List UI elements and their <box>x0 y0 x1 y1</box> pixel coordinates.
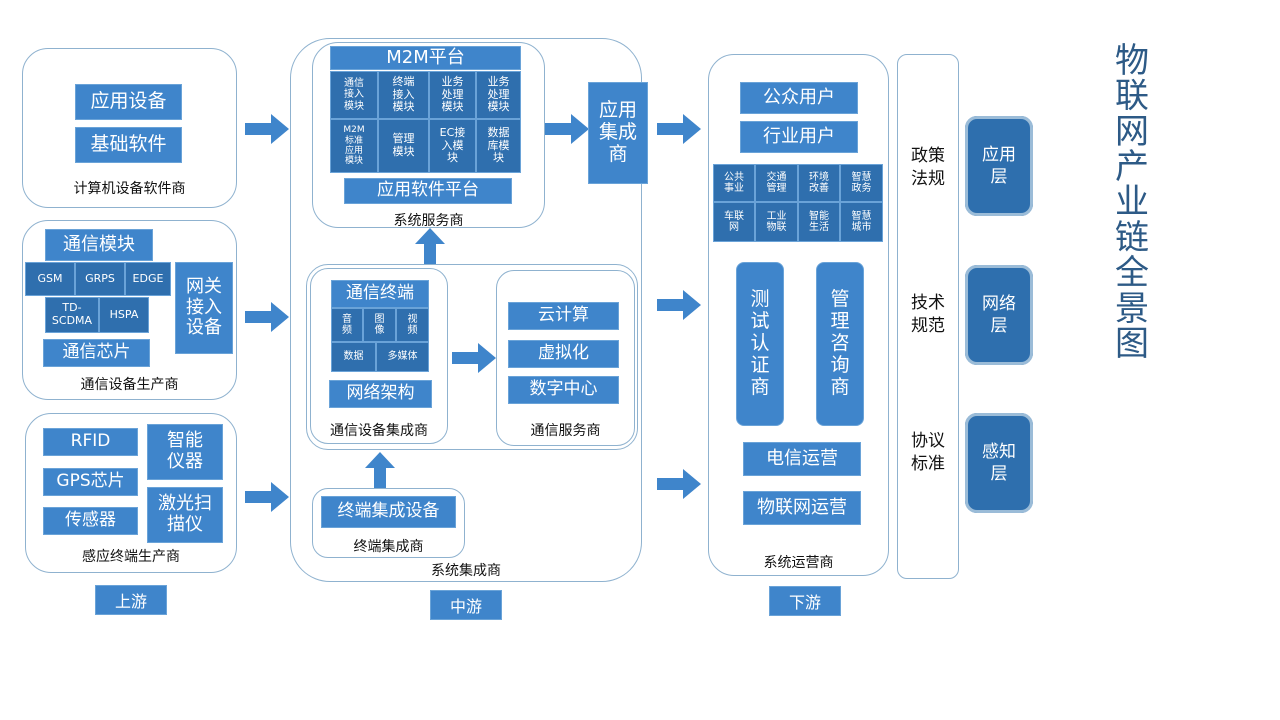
m2m-module: M2M 标准 应用 模块 <box>330 119 378 173</box>
midstream-label: 中游 <box>430 590 502 620</box>
industry-users-box: 行业用户 <box>740 121 858 153</box>
arrow-right-icon <box>245 302 289 332</box>
network-arch-box: 网络架构 <box>329 380 432 408</box>
gps-chip-box: GPS芯片 <box>43 468 138 496</box>
network-layer-box: 网络 层 <box>965 265 1033 365</box>
iot-ops-box: 物联网运营 <box>743 491 861 525</box>
protocol-grps: GRPS <box>75 262 125 296</box>
m2m-module: 业务 处理 模块 <box>429 71 476 119</box>
media-video: 视 频 <box>396 308 429 342</box>
comm-terminal-box: 通信终端 <box>331 280 429 308</box>
cloud-computing-box: 云计算 <box>508 302 619 330</box>
sector-box: 智慧 城市 <box>840 202 883 242</box>
protocol-standard-label: 协议 标准 <box>911 431 945 474</box>
telecom-ops-box: 电信运营 <box>743 442 861 476</box>
m2m-module: 终端 接入 模块 <box>378 71 429 119</box>
arrow-right-icon <box>245 114 289 144</box>
app-software-platform: 应用软件平台 <box>344 178 512 204</box>
gateway-box: 网关 接入 设备 <box>175 262 233 354</box>
data-center-box: 数字中心 <box>508 376 619 404</box>
protocol-gsm: GSM <box>25 262 75 296</box>
base-software-box: 基础软件 <box>75 127 182 163</box>
comm-integrator-caption: 通信设备集成商 <box>330 423 428 439</box>
protocol-td-scdma: TD- SCDMA <box>45 297 99 333</box>
rfid-box: RFID <box>43 428 138 456</box>
arrow-right-icon <box>545 114 589 144</box>
virtualization-box: 虚拟化 <box>508 340 619 368</box>
downstream-label: 下游 <box>769 586 841 616</box>
protocol-hspa: HSPA <box>99 297 149 333</box>
sector-box: 智能 生活 <box>798 202 840 242</box>
sensor-box: 传感器 <box>43 507 138 535</box>
app-integrator-box: 应用 集成 商 <box>588 82 648 184</box>
media-multimedia: 多媒体 <box>376 342 429 372</box>
software-vendor-caption: 计算机设备软件商 <box>73 181 186 197</box>
arrow-right-icon <box>657 114 701 144</box>
comm-module-box: 通信模块 <box>45 229 153 261</box>
sector-box: 环境 改善 <box>798 164 840 202</box>
system-operator-caption: 系统运营商 <box>763 555 834 571</box>
protocol-edge: EDGE <box>125 262 171 296</box>
system-service-caption: 系统服务商 <box>393 213 464 229</box>
sensing-terminal-caption: 感应终端生产商 <box>82 549 180 565</box>
upstream-label: 上游 <box>95 585 167 615</box>
application-layer-box: 应用 层 <box>965 116 1033 216</box>
media-audio: 音 频 <box>331 308 363 342</box>
diagram-title: 物联网产业链全景图 <box>1115 41 1149 364</box>
comm-service-caption: 通信服务商 <box>530 423 601 439</box>
arrow-up-icon <box>415 228 445 264</box>
system-integrator-caption: 系统集成商 <box>431 563 501 579</box>
arrow-right-icon <box>657 469 701 499</box>
m2m-module: EC接 入模 块 <box>429 119 476 173</box>
testing-cert-box: 测 试 认 证 商 <box>736 262 784 426</box>
terminal-integration-device: 终端集成设备 <box>321 496 456 528</box>
public-users-box: 公众用户 <box>740 82 858 114</box>
sector-box: 公共 事业 <box>713 164 755 202</box>
app-device-box: 应用设备 <box>75 84 182 120</box>
m2m-module: 管理 模块 <box>378 119 429 173</box>
comm-equipment-caption: 通信设备生产商 <box>80 377 179 393</box>
arrow-right-icon <box>452 343 496 373</box>
policy-regulation-label: 政策 法规 <box>911 146 945 189</box>
standards-panel <box>897 54 959 579</box>
sector-box: 交通 管理 <box>755 164 798 202</box>
sector-box: 工业 物联 <box>755 202 798 242</box>
perception-layer-box: 感知 层 <box>965 413 1033 513</box>
terminal-integrator-caption: 终端集成商 <box>353 539 424 555</box>
m2m-module: 通信 接入 模块 <box>330 71 378 119</box>
arrow-right-icon <box>245 482 289 512</box>
media-data: 数据 <box>331 342 376 372</box>
m2m-module: 业务 处理 模块 <box>476 71 521 119</box>
comm-chip-box: 通信芯片 <box>43 339 150 367</box>
m2m-platform-title: M2M平台 <box>330 46 521 70</box>
sector-box: 车联 网 <box>713 202 755 242</box>
smart-instrument-box: 智能 仪器 <box>147 424 223 480</box>
laser-scanner-box: 激光扫 描仪 <box>147 487 223 543</box>
tech-spec-label: 技术 规范 <box>911 293 945 336</box>
m2m-module: 数据 库模 块 <box>476 119 521 173</box>
media-image: 图 像 <box>363 308 396 342</box>
sector-box: 智慧 政务 <box>840 164 883 202</box>
arrow-up-icon <box>365 452 395 488</box>
mgmt-consulting-box: 管 理 咨 询 商 <box>816 262 864 426</box>
arrow-right-icon <box>657 290 701 320</box>
